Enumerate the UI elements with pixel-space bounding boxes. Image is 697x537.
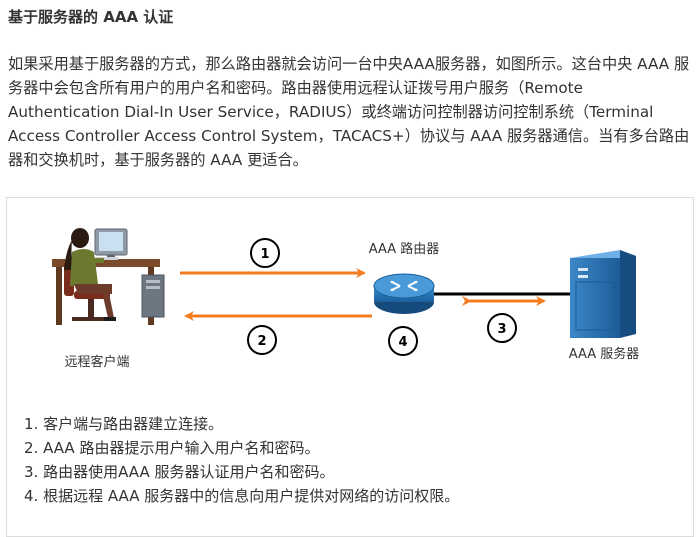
step-item: 3. 路由器使用AAA 服务器认证用户名和密码。 [24, 463, 335, 481]
step-item: 2. AAA 路由器提示用户输入用户名和密码。 [24, 439, 320, 457]
svg-text:3: 3 [497, 322, 506, 337]
server-label: AAA 服务器 [569, 346, 640, 362]
step-item: 4. 根据远程 AAA 服务器中的信息向用户提供对网络的访问权限。 [24, 487, 460, 505]
aaa-diagram: 远程客户端 AAA 路由器 AAA 服务器 1 2 3 4 [52, 228, 640, 370]
steps-list: 1. 客户端与路由器建立连接。 2. AAA 路由器提示用户输入用户名和密码。 … [24, 412, 459, 508]
client-workstation-icon [52, 228, 165, 325]
step-item: 1. 客户端与路由器建立连接。 [24, 415, 224, 433]
server-icon [570, 250, 636, 338]
router-icon [373, 273, 435, 314]
step-marker-4: 4 [388, 326, 418, 356]
intro-paragraph: 如果采用基于服务器的方式，那么路由器就会访问一台中央AAA服务器，如图所示。这台… [8, 55, 690, 169]
step-marker-3: 3 [487, 313, 517, 343]
svg-text:2: 2 [257, 334, 266, 349]
svg-text:4: 4 [398, 335, 407, 350]
router-label: AAA 路由器 [369, 241, 440, 257]
section-heading: 基于服务器的 AAA 认证 [8, 8, 174, 26]
client-label: 远程客户端 [64, 354, 129, 370]
svg-text:1: 1 [260, 247, 269, 262]
step-marker-1: 1 [250, 238, 280, 268]
step-marker-2: 2 [247, 325, 277, 355]
